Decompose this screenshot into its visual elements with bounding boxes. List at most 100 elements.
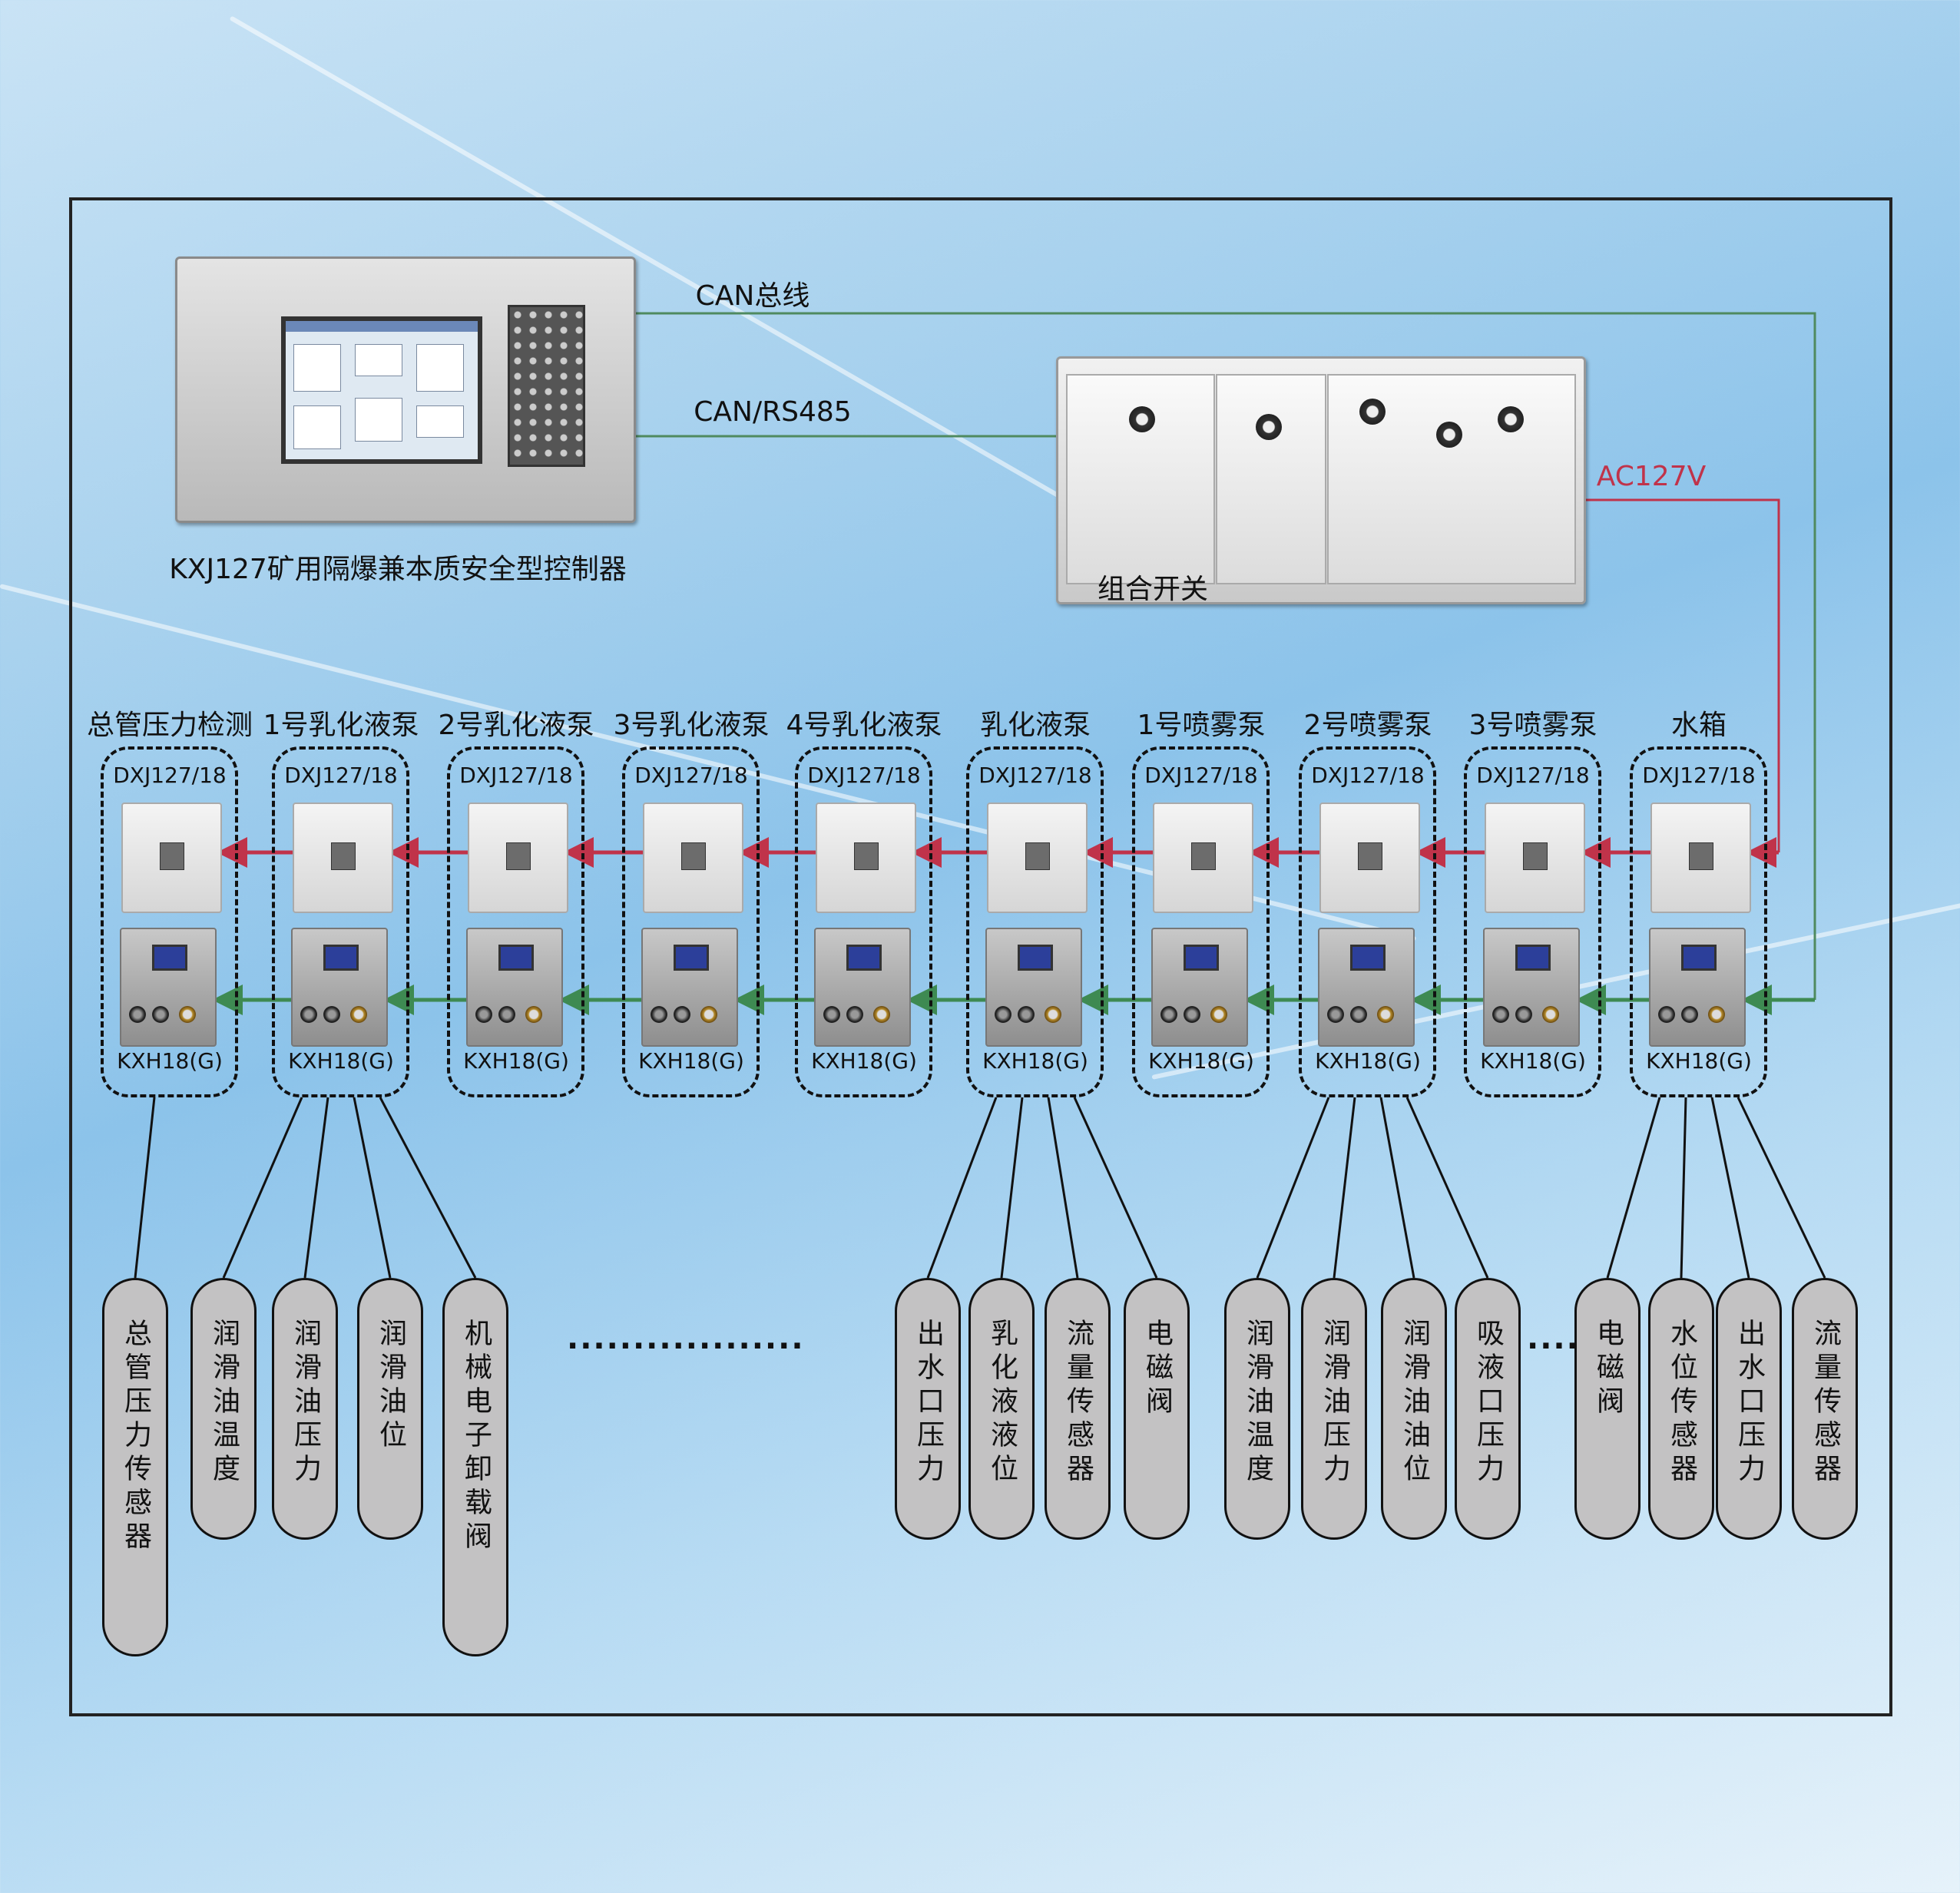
dxj-model-label: DXJ127/18 — [1476, 763, 1590, 788]
kxh18-control-box — [1649, 928, 1746, 1047]
sensor-label: 吸液口压力 — [1472, 1319, 1504, 1488]
sensor-label: 电磁阀 — [1592, 1319, 1624, 1420]
kxh-model-label: KXH18(G) — [1646, 1048, 1752, 1074]
kxh-model-label: KXH18(G) — [638, 1048, 744, 1074]
sensor-pill: 总管压力传感器 — [102, 1278, 168, 1656]
unit-title: 4号乳化液泵 — [786, 710, 942, 741]
kxh18-control-box — [291, 928, 388, 1047]
kxh-model-label: KXH18(G) — [1480, 1048, 1586, 1074]
can-bus-line — [631, 312, 1816, 1000]
combination-switch-label: 组合开关 — [1097, 574, 1209, 605]
sensor-label: 总管压力传感器 — [120, 1319, 151, 1555]
dxj-model-label: DXJ127/18 — [807, 763, 921, 788]
sensor-label: 水位传感器 — [1666, 1319, 1697, 1488]
dxj127-power-box — [293, 803, 393, 913]
kxh-model-label: KXH18(G) — [463, 1048, 569, 1074]
kxh18-control-box — [120, 928, 217, 1047]
ellipsis-dots: ·················· — [567, 1329, 805, 1364]
sensor-connector-line — [303, 1097, 329, 1279]
ellipsis-dots: ···· — [1527, 1329, 1580, 1364]
dxj127-power-box — [987, 803, 1088, 913]
sensor-connector-line — [1000, 1097, 1024, 1279]
controller-keypad — [508, 305, 585, 467]
dxj127-power-box — [1319, 803, 1420, 913]
sensor-pill: 流量传感器 — [1792, 1278, 1858, 1540]
unit-group-box — [622, 746, 760, 1097]
sensor-label: 流量传感器 — [1809, 1319, 1841, 1488]
sensor-connector-line — [1710, 1097, 1750, 1279]
sensor-connector-line — [1379, 1097, 1415, 1279]
controller-label: KXJ127矿用隔爆兼本质安全型控制器 — [169, 554, 627, 585]
unit-group-box — [1464, 746, 1601, 1097]
kxh-model-label: KXH18(G) — [288, 1048, 394, 1074]
sensor-label: 出水口压力 — [1733, 1319, 1765, 1488]
sensor-pill: 润滑油油位 — [1381, 1278, 1447, 1540]
sensor-pill: 润滑油温度 — [1224, 1278, 1290, 1540]
sensor-connector-line — [222, 1097, 303, 1279]
dxj127-power-box — [643, 803, 743, 913]
unit-title: 乳化液泵 — [979, 710, 1091, 741]
dxj-model-label: DXJ127/18 — [113, 763, 227, 788]
sensor-pill: 流量传感器 — [1045, 1278, 1111, 1540]
dxj-model-label: DXJ127/18 — [1311, 763, 1425, 788]
sensor-pill: 润滑油压力 — [1301, 1278, 1367, 1540]
unit-group-box — [272, 746, 409, 1097]
kxh18-control-box — [985, 928, 1082, 1047]
dxj127-power-box — [816, 803, 916, 913]
unit-title: 2号喷雾泵 — [1303, 710, 1432, 741]
sensor-label: 机械电子卸载阀 — [460, 1319, 492, 1555]
kxh18-control-box — [814, 928, 911, 1047]
sensor-label: 润滑油温度 — [1242, 1319, 1273, 1488]
unit-title: 1号乳化液泵 — [263, 710, 419, 741]
sensor-label: 乳化液液位 — [986, 1319, 1018, 1488]
sensor-connector-line — [1680, 1097, 1687, 1279]
unit-title: 1号喷雾泵 — [1137, 710, 1266, 741]
unit-title: 3号喷雾泵 — [1468, 710, 1597, 741]
sensor-connector-line — [353, 1097, 392, 1279]
unit-title: 2号乳化液泵 — [438, 710, 594, 741]
dxj-model-label: DXJ127/18 — [1642, 763, 1756, 788]
sensor-label: 润滑油温度 — [208, 1319, 240, 1488]
sensor-label: 流量传感器 — [1062, 1319, 1094, 1488]
ac127v-label: AC127V — [1596, 461, 1707, 492]
kxh-model-label: KXH18(G) — [1315, 1048, 1421, 1074]
sensor-connector-line — [1606, 1097, 1661, 1279]
sensor-label: 润滑油位 — [375, 1319, 406, 1454]
sensor-label: 润滑油油位 — [1399, 1319, 1430, 1488]
sensor-connector-line — [1256, 1097, 1330, 1279]
controller-screen — [281, 316, 482, 464]
combination-switch-device — [1056, 356, 1586, 604]
sensor-connector-line — [1737, 1097, 1826, 1279]
sensor-pill: 润滑油温度 — [190, 1278, 257, 1540]
unit-title: 总管压力检测 — [86, 710, 253, 741]
sensor-pill: 水位传感器 — [1648, 1278, 1714, 1540]
unit-group-box — [966, 746, 1104, 1097]
sensor-pill: 吸液口压力 — [1455, 1278, 1521, 1540]
unit-group-box — [1132, 746, 1270, 1097]
sensor-pill: 机械电子卸载阀 — [442, 1278, 508, 1656]
dxj127-power-box — [1485, 803, 1585, 913]
dxj-model-label: DXJ127/18 — [978, 763, 1092, 788]
kxh-model-label: KXH18(G) — [1148, 1048, 1254, 1074]
sensor-label: 出水口压力 — [912, 1319, 944, 1488]
unit-group-box — [795, 746, 932, 1097]
kxj127-controller-device — [175, 256, 636, 523]
unit-group-box — [447, 746, 584, 1097]
kxh-model-label: KXH18(G) — [117, 1048, 223, 1074]
dxj127-power-box — [1153, 803, 1253, 913]
sensor-label: 润滑油压力 — [1319, 1319, 1350, 1488]
sensor-connector-line — [1047, 1097, 1079, 1279]
dxj127-power-box — [1650, 803, 1751, 913]
kxh18-control-box — [1483, 928, 1580, 1047]
sensor-pill: 乳化液液位 — [968, 1278, 1035, 1540]
can-bus-label: CAN总线 — [695, 280, 810, 312]
sensor-label: 润滑油压力 — [290, 1319, 321, 1488]
kxh18-control-box — [466, 928, 563, 1047]
unit-title: 3号乳化液泵 — [613, 710, 770, 741]
diagram-frame — [69, 197, 1892, 1716]
sensor-pill: 出水口压力 — [1716, 1278, 1782, 1540]
sensor-pill: 润滑油压力 — [272, 1278, 338, 1540]
kxh-model-label: KXH18(G) — [811, 1048, 917, 1074]
dxj-model-label: DXJ127/18 — [284, 763, 398, 788]
kxh18-control-box — [641, 928, 738, 1047]
